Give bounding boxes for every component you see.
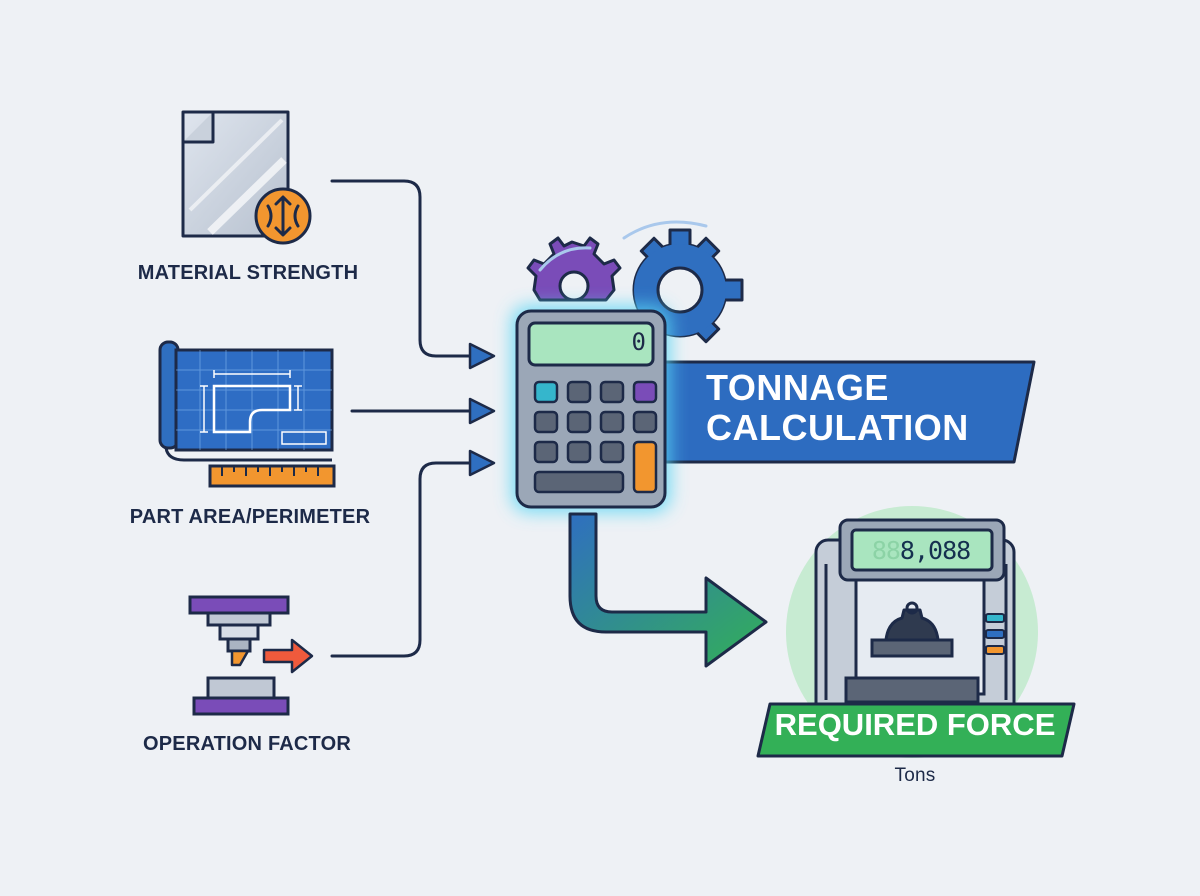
material-strength-label: MATERIAL STRENGTH [137,262,359,284]
flow-arrow [568,512,768,668]
arrowhead-3 [468,449,496,477]
arrowhead-2 [468,397,496,425]
required-force-label: REQUIRED FORCE [774,707,1056,742]
part-area-label: PART AREA/PERIMETER [129,506,371,528]
arrowhead-1 [468,342,496,370]
required-force-banner [756,702,1076,758]
connector-operation [330,461,472,658]
banner-line-2: CALCULATION [706,407,969,448]
connector-arrowheads [468,342,496,477]
operation-factor-label: OPERATION FACTOR [142,733,352,755]
connector-lines [330,179,472,658]
press-display-value: 8,088 [899,536,971,565]
connector-material [330,179,472,358]
hydraulic-press-icon [786,506,1038,758]
calculator-display: 0 [631,328,646,356]
press-display-ghost-digits: 88 [871,536,901,565]
press-die-icon [188,595,314,716]
tonnage-banner-title: TONNAGE CALCULATION [706,368,969,448]
tons-unit-label: Tons [894,765,936,786]
calculator-icon [512,306,670,512]
press-display: 888,088 [856,536,986,565]
banner-line-1: TONNAGE [706,367,889,408]
ruler-icon [208,464,336,488]
gear-icon-purple [526,236,622,302]
strength-badge-icon [254,187,312,245]
blueprint-icon [158,340,334,462]
